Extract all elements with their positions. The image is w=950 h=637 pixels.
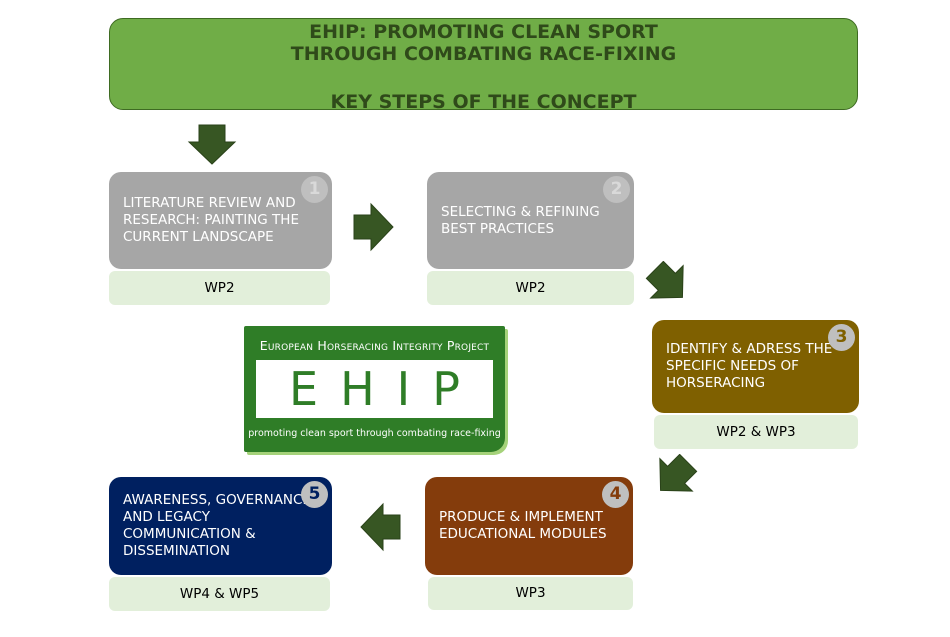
step-3-text: IDENTIFY & ADRESS THE SPECIFIC NEEDS OF … <box>666 341 833 391</box>
title-banner: EHIP: PROMOTING CLEAN SPORT THROUGH COMB… <box>109 18 858 113</box>
logo-subtitle: promoting clean sport through combating … <box>248 428 501 439</box>
arrow-down-right-icon <box>645 261 684 299</box>
step-5-wp: WP4 & WP5 <box>109 577 330 611</box>
step-2-box: SELECTING & REFINING BEST PRACTICES 2 <box>427 172 634 269</box>
logo-acronym: EHIP <box>256 360 493 418</box>
arrow-down-icon <box>187 124 237 165</box>
step-1-text: LITERATURE REVIEW AND RESEARCH: PAINTING… <box>123 195 299 245</box>
step-5-number: 5 <box>301 481 328 508</box>
step-5-text: AWARENESS, GOVERNANCE AND LEGACY COMMUNI… <box>123 492 311 559</box>
subtitle-key-steps: KEY STEPS OF THE CONCEPT <box>330 91 637 113</box>
step-3-number: 3 <box>828 324 855 351</box>
ehip-logo: European Horseracing Integrity Project E… <box>244 326 505 452</box>
step-5-box: AWARENESS, GOVERNANCE AND LEGACY COMMUNI… <box>109 477 332 575</box>
step-1-number: 1 <box>301 176 328 203</box>
step-2-number: 2 <box>603 176 630 203</box>
step-3-wp: WP2 & WP3 <box>654 415 858 449</box>
step-1-box: LITERATURE REVIEW AND RESEARCH: PAINTING… <box>109 172 332 269</box>
logo-title: European Horseracing Integrity Project <box>259 338 490 353</box>
step-4-number: 4 <box>602 481 629 508</box>
step-2-wp: WP2 <box>427 271 634 305</box>
title-line-2: THROUGH COMBATING RACE-FIXING <box>290 43 677 65</box>
arrow-right-icon <box>353 202 394 252</box>
arrow-down-left-icon <box>659 454 698 492</box>
step-2-text: SELECTING & REFINING BEST PRACTICES <box>441 203 600 237</box>
arrow-left-icon <box>360 502 401 552</box>
step-4-wp: WP3 <box>428 577 633 610</box>
step-4-box: PRODUCE & IMPLEMENT EDUCATIONAL MODULES … <box>425 477 633 575</box>
step-1-wp: WP2 <box>109 271 330 305</box>
step-3-box: IDENTIFY & ADRESS THE SPECIFIC NEEDS OF … <box>652 320 859 413</box>
step-4-text: PRODUCE & IMPLEMENT EDUCATIONAL MODULES <box>439 509 607 542</box>
title-line-1: EHIP: PROMOTING CLEAN SPORT <box>309 21 658 43</box>
